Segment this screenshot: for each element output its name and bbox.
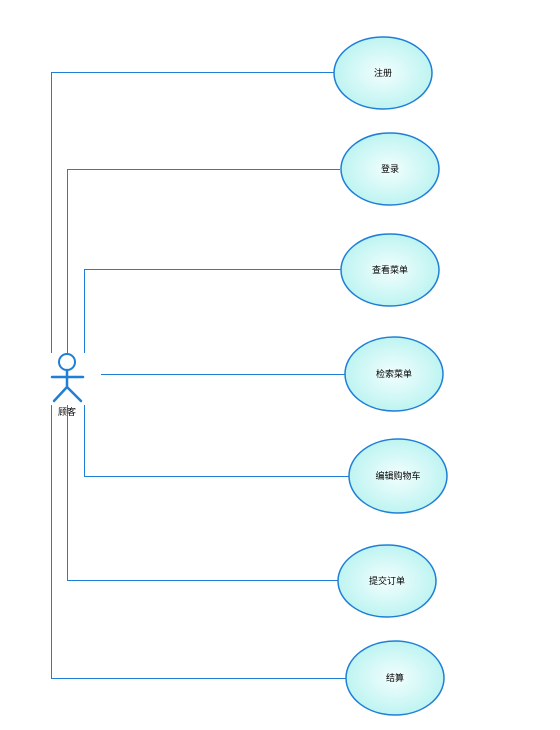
use-case-ellipse (337, 544, 437, 618)
use-case-ellipse (340, 233, 440, 307)
association-submit-order (67, 405, 338, 581)
use-case-login[interactable]: 登录 (340, 132, 440, 206)
use-case-label: 提交订单 (369, 575, 405, 587)
use-case-view-menu[interactable]: 查看菜单 (340, 233, 440, 307)
use-case-label: 查看菜单 (372, 264, 408, 276)
association-checkout (51, 405, 346, 679)
use-case-ellipse (344, 336, 444, 412)
use-case-submit-order[interactable]: 提交订单 (337, 544, 437, 618)
use-case-label: 结算 (386, 672, 404, 684)
association-register (51, 72, 334, 353)
use-case-ellipse (340, 132, 440, 206)
use-case-label: 登录 (381, 164, 399, 175)
association-edit-cart (84, 405, 349, 477)
use-case-ellipse (348, 438, 448, 514)
association-view-menu (84, 269, 341, 353)
actor-name: 顾客 (58, 406, 76, 418)
use-case-edit-cart[interactable]: 编辑购物车 (348, 438, 448, 514)
use-case-label: 注册 (374, 67, 392, 79)
use-case-ellipse (345, 640, 445, 716)
use-case-register[interactable]: 注册 (333, 36, 433, 110)
actor-left-leg (52, 385, 69, 403)
actor-right-leg (65, 385, 83, 403)
use-case-label: 检索菜单 (376, 368, 412, 380)
association-lines (51, 72, 349, 679)
association-login (67, 169, 340, 353)
use-case-label: 编辑购物车 (375, 470, 420, 482)
use-case-checkout[interactable]: 结算 (345, 640, 445, 716)
use-case-search-menu[interactable]: 检索菜单 (344, 336, 444, 412)
actor[interactable]: 顾客 (50, 353, 85, 418)
use-case-ellipse (333, 36, 433, 110)
actor-head-icon (58, 353, 76, 371)
